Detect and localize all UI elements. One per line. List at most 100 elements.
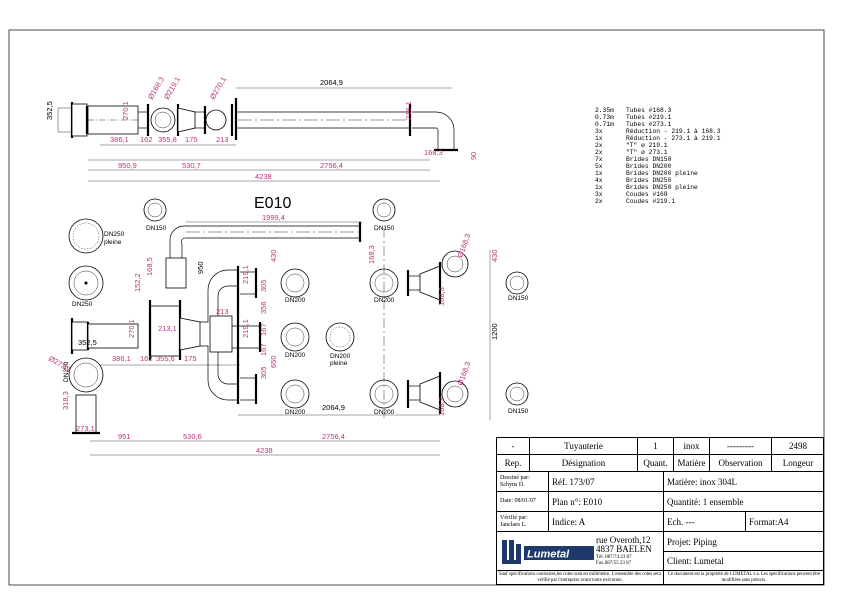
tb-verifie-label: Vérifié par: <box>500 514 528 521</box>
label-dn150-a: DN150 <box>146 225 167 232</box>
svg-text:Tubes #219.1: Tubes #219.1 <box>626 114 672 121</box>
dim-386-bottom: 386,1 <box>112 354 131 363</box>
dim-305-a: 305 <box>259 279 268 292</box>
dim-2064-top: 2064,9 <box>320 78 343 87</box>
dim-386-top: 386,1 <box>110 135 129 144</box>
piping-assembly <box>70 221 491 456</box>
dim-4238-top: 4238 <box>255 172 272 181</box>
dim-430-a: 430 <box>269 249 278 262</box>
tb-rep-value: - <box>497 438 530 455</box>
flanges <box>68 198 529 409</box>
dim-530-bottom: 530,6 <box>183 432 202 441</box>
dim-213-1: 213,1 <box>158 324 177 333</box>
tb-format: Format:A4 <box>746 512 824 532</box>
top-view <box>57 87 458 182</box>
svg-text:Coudes #219.1: Coudes #219.1 <box>626 198 675 205</box>
tb-verifie-name: Janclaes L. <box>500 521 527 528</box>
dim-650: 650 <box>269 355 278 368</box>
tb-rep-header: Rep. <box>497 455 530 472</box>
tb-date: Date: 08/01/07 <box>497 492 549 512</box>
tb-tel: Tél. 087/74 23 87 <box>596 554 632 560</box>
dim-2064-bottom: 2064,9 <box>322 403 345 412</box>
label-dn200-e: DN200 <box>374 409 395 416</box>
tb-matiere-header: Matière <box>674 455 710 472</box>
lumetal-logo-icon: Lumetal <box>502 540 594 564</box>
svg-text:2x: 2x <box>595 142 603 149</box>
tb-matiere-value: inox <box>674 438 710 455</box>
tb-quant-value: 1 <box>638 438 674 455</box>
drawing-title: E010 <box>254 195 291 212</box>
tb-address2: 4837 BAELEN <box>596 543 652 554</box>
dim-219-a: 219,1 <box>241 265 250 284</box>
dim-950-top: 950,9 <box>118 161 137 170</box>
svg-text:1x: 1x <box>595 135 603 142</box>
label-dn150-d: DN150 <box>508 408 529 415</box>
dim-168-5: 168,5 <box>145 257 154 276</box>
svg-text:0.71m: 0.71m <box>595 121 614 128</box>
dim-175-top: 175 <box>185 135 198 144</box>
dim-352-top: 352,5 <box>45 101 54 120</box>
dim-1999: 1999,4 <box>262 213 285 222</box>
tb-indice: Indice: A <box>549 512 664 532</box>
svg-text:2x: 2x <box>595 149 603 156</box>
tb-dessine-label: Dessiné par: <box>500 474 530 481</box>
svg-text:3x: 3x <box>595 128 603 135</box>
tb-designation-value: Tuyauterie <box>530 438 638 455</box>
dim-162-bottom: 162 <box>140 354 153 363</box>
tb-ref: Réf. 173/07 <box>549 472 664 492</box>
tb-client: Client: Lumetal <box>664 552 824 571</box>
title-block: - Tuyauterie 1 inox --------- 2498 Rep. … <box>496 437 824 585</box>
dim-219-top: 219,1 <box>404 101 413 120</box>
tb-designation-header: Désignation <box>530 455 638 472</box>
svg-text:7x: 7x <box>595 156 603 163</box>
tb-ech: Ech. --- <box>664 512 746 532</box>
dim-168-a: 168,3 <box>367 245 376 264</box>
svg-text:5x: 5x <box>595 163 603 170</box>
dim-168-c: 168,3 <box>437 397 446 416</box>
svg-text:1x: 1x <box>595 170 603 177</box>
label-dn250-a: DN250 <box>72 301 93 308</box>
label-dn200-a: DN200 <box>285 297 306 304</box>
dim-2756-top: 2756,4 <box>320 161 343 170</box>
dim-167-a: 167 <box>259 323 268 336</box>
dim-355-bottom: 355,6 <box>156 354 175 363</box>
svg-text:Brides DN250: Brides DN250 <box>626 177 672 184</box>
dim-213-bottom: 213 <box>216 307 229 316</box>
dim-175-bottom: 175 <box>184 354 197 363</box>
dim-168-d: Ø168,3 <box>455 232 472 258</box>
svg-text:3x: 3x <box>595 191 603 198</box>
dim-951: 951 <box>118 432 131 441</box>
svg-text:Brides DN250 pleine: Brides DN250 pleine <box>626 184 698 191</box>
svg-text:Brides DN200: Brides DN200 <box>626 163 672 170</box>
dim-168-b: 168,3 <box>437 287 446 306</box>
svg-text:Coudes #168: Coudes #168 <box>626 191 668 198</box>
tb-address: rue Overoth,12 4837 BAELEN Tél. 087/74 2… <box>596 534 652 567</box>
dim-270-tee: Ø270,1 <box>208 75 228 101</box>
svg-text:Brides DN200 pleine: Brides DN200 pleine <box>626 170 698 177</box>
tb-dessine: Dessiné par: Schyns D. <box>497 472 549 492</box>
dim-2756-bottom: 2756,4 <box>322 432 345 441</box>
svg-text:"T" ø 273.1: "T" ø 273.1 <box>626 149 668 156</box>
dim-219-b: 219,1 <box>241 319 250 338</box>
label-dn200-c: DN200 <box>285 409 306 416</box>
dim-152: 152,2 <box>133 273 142 292</box>
svg-text:Tubes #273.1: Tubes #273.1 <box>626 121 672 128</box>
tb-dessine-name: Schyns D. <box>500 481 525 488</box>
dim-162-top: 162 <box>140 135 153 144</box>
tb-longueur-header: Longeur <box>772 455 824 472</box>
tb-note-right: Ce document est la propriété de LUMETAL … <box>667 571 821 583</box>
dim-273-b: 273,1 <box>76 424 95 433</box>
tb-address1: rue Overoth,12 <box>596 534 651 545</box>
tb-quant-header: Quant. <box>638 455 674 472</box>
dim-168-elbow: 168,3 <box>424 148 443 157</box>
tb-longueur-value: 2498 <box>772 438 824 455</box>
tb-fax: Fax.087/55 23 87 <box>596 560 632 566</box>
tb-company: Lumetal rue Overoth,12 4837 BAELEN Tél. … <box>497 532 664 571</box>
dim-950-bottom: 950 <box>196 261 205 274</box>
svg-text:Réduction - 219.1 à 168.3: Réduction - 219.1 à 168.3 <box>626 128 721 135</box>
svg-text:Réduction - 273.1 à 219.1: Réduction - 273.1 à 219.1 <box>626 135 721 142</box>
